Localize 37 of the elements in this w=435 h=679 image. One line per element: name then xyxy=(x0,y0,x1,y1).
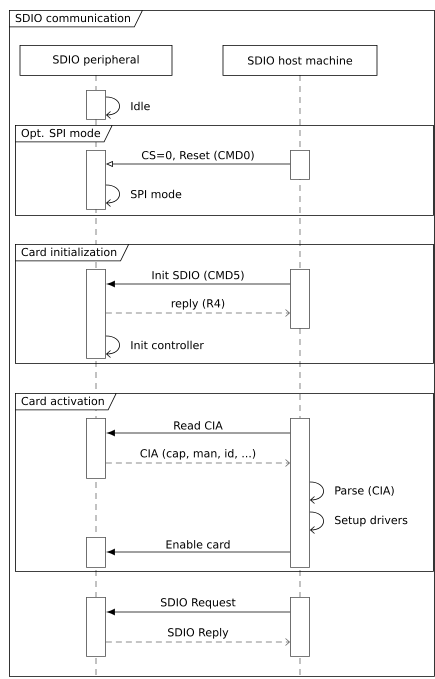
lifeline-head: SDIO host machine xyxy=(222,45,378,76)
message-arrow xyxy=(107,280,290,288)
message-label: CIA (cap, man, id, ...) xyxy=(138,447,258,462)
message-arrow xyxy=(107,608,290,616)
activation-bar xyxy=(290,150,310,180)
activation-bar xyxy=(86,537,106,568)
activation-bar xyxy=(86,90,106,120)
message-label: Idle xyxy=(131,102,150,110)
message-label: SDIO Reply xyxy=(166,626,230,640)
activation-bar xyxy=(86,418,106,479)
activation-bar xyxy=(86,269,106,359)
message-label: SDIO Request xyxy=(158,596,238,610)
message-label: Parse (CIA) xyxy=(335,486,394,496)
message-arrow xyxy=(107,430,290,436)
message-label: reply (R4) xyxy=(169,297,227,312)
message-label: Read CIA xyxy=(172,420,224,432)
message-arrow xyxy=(106,459,290,467)
message-label: Setup drivers xyxy=(335,516,408,526)
activation-bar xyxy=(86,597,106,657)
message-arrow xyxy=(106,638,290,646)
message-label: Enable card xyxy=(164,538,232,550)
message-arrow xyxy=(106,309,290,317)
activation-bar xyxy=(290,418,310,568)
lifeline-head: SDIO peripheral xyxy=(20,45,172,76)
activation-bar xyxy=(86,150,106,210)
message-label: CS=0, Reset (CMD0) xyxy=(140,149,256,162)
self-message-arrow xyxy=(310,482,324,504)
message-label: Init controller xyxy=(131,340,204,350)
message-label: SPI mode xyxy=(131,190,182,198)
self-message-arrow xyxy=(106,184,120,207)
message-label: Init SDIO (CMD5) xyxy=(150,269,246,282)
activation-bar xyxy=(290,597,310,657)
self-message-arrow xyxy=(106,336,120,358)
activation-bar xyxy=(290,269,310,329)
self-message-arrow xyxy=(310,512,324,534)
self-message-arrow xyxy=(106,96,120,119)
message-arrow xyxy=(107,548,290,556)
